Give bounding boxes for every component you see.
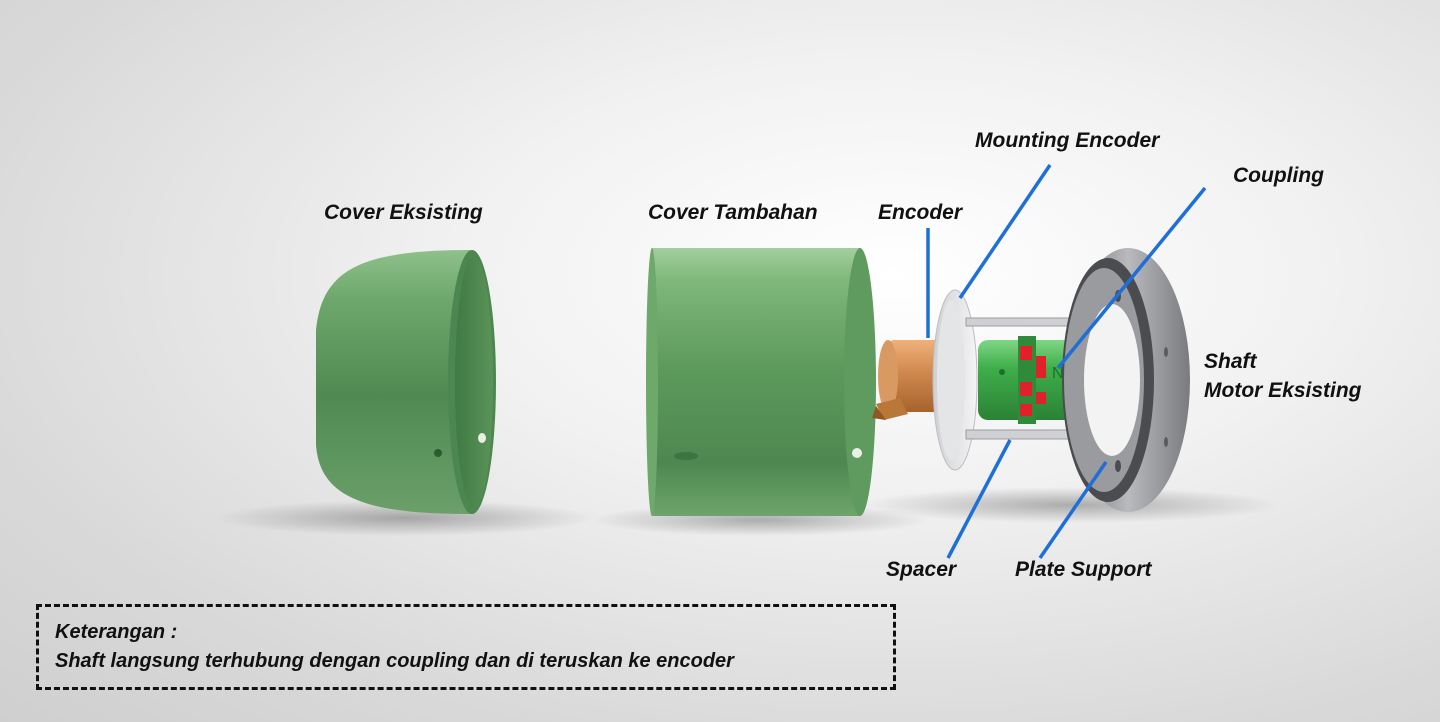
- label-mounting-encoder: Mounting Encoder: [975, 129, 1160, 152]
- note-title: Keterangan :: [55, 621, 178, 643]
- label-encoder: Encoder: [878, 201, 963, 224]
- cover-tambahan-part: [646, 248, 876, 516]
- label-plate-support: Plate Support: [1015, 558, 1152, 581]
- label-coupling: Coupling: [1233, 164, 1324, 187]
- mounting-encoder-leader: [958, 164, 1052, 299]
- note-text: Shaft langsung terhubung dengan coupling…: [55, 650, 734, 672]
- label-spacer: Spacer: [886, 558, 957, 581]
- cover-eksisting-part: [316, 250, 496, 514]
- label-cover-tambahan: Cover Tambahan: [648, 201, 818, 224]
- mounting-encoder-part: [932, 289, 978, 471]
- label-shaft-line1: Shaft: [1204, 350, 1257, 373]
- label-cover-eksisting: Cover Eksisting: [324, 201, 483, 224]
- label-shaft-line2: Motor Eksisting: [1204, 379, 1362, 402]
- plate-support-leader: [1038, 461, 1108, 559]
- plate-support-part: [1062, 248, 1190, 512]
- note-box: Keterangan : Shaft langsung terhubung de…: [36, 604, 896, 690]
- coupling-leader: [1056, 186, 1207, 370]
- leader-lines: [926, 164, 1207, 559]
- spacer-leader: [946, 439, 1012, 559]
